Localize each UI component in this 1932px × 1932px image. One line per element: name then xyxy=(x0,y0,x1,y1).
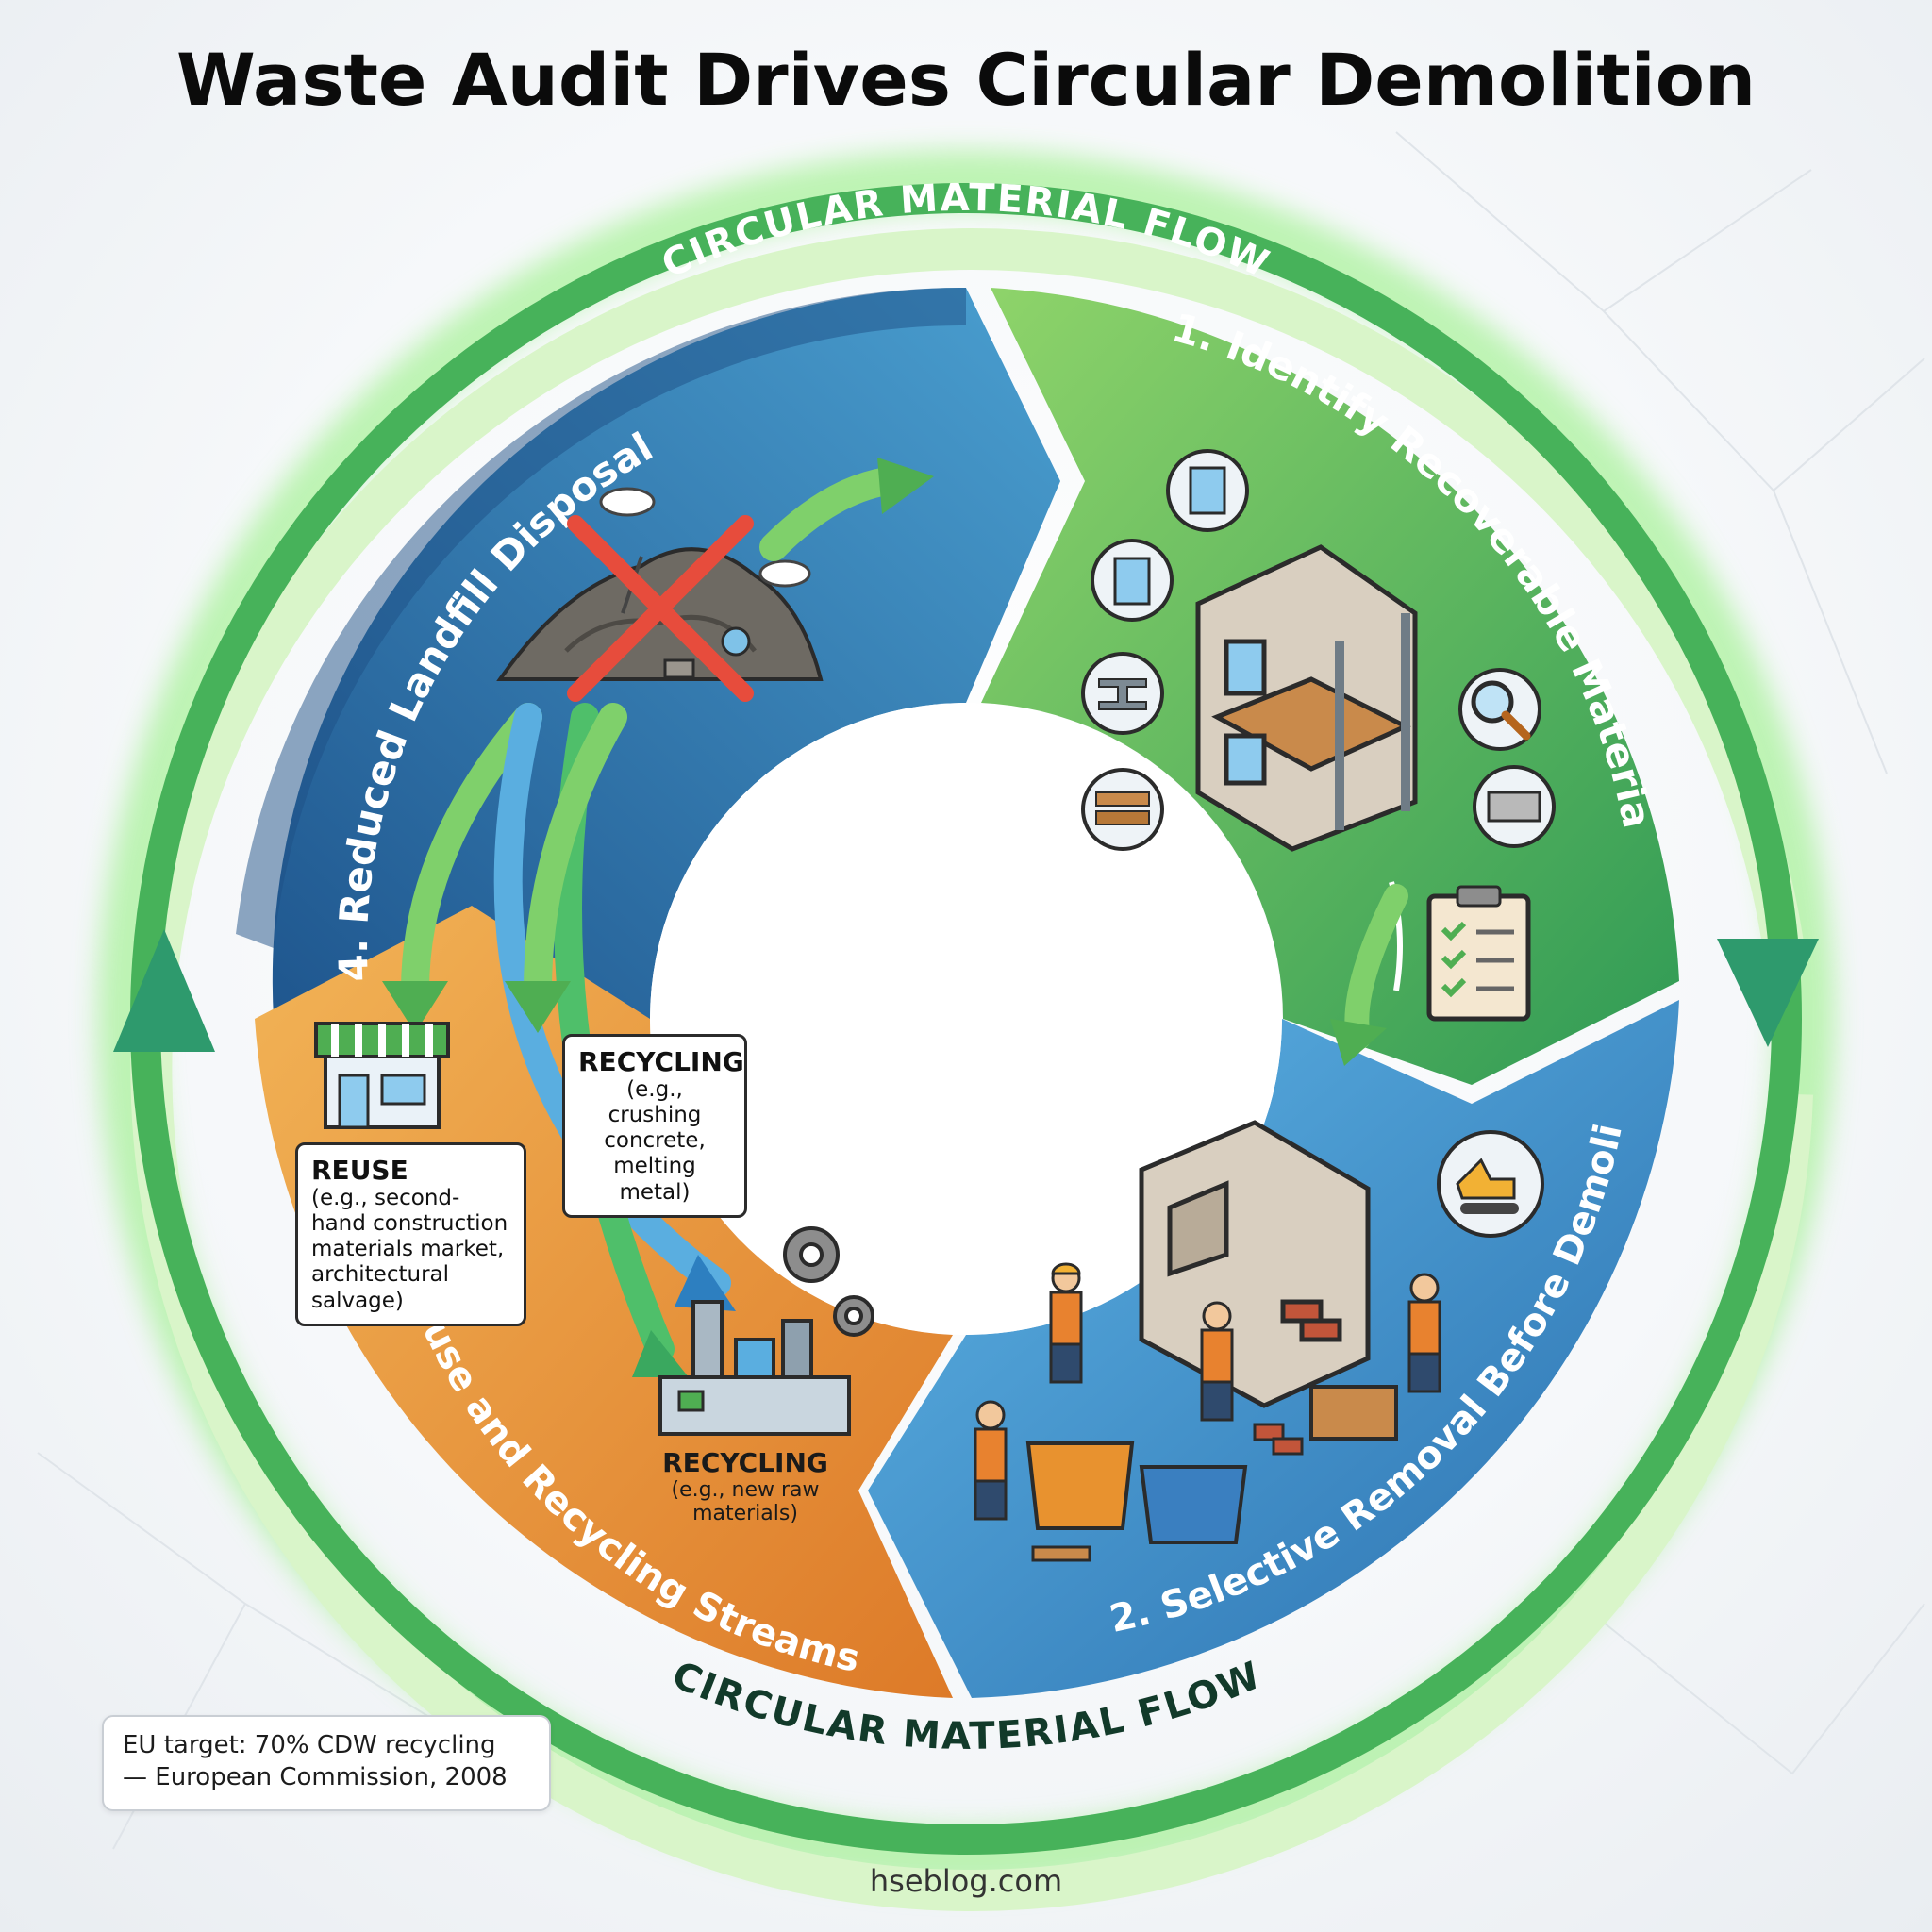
callout-reuse: REUSE (e.g., second-hand construction ma… xyxy=(295,1142,526,1326)
callout-recycling-raw-text: (e.g., new raw materials) xyxy=(671,1478,820,1526)
red-x-icon xyxy=(567,515,754,702)
eu-source-line: — European Commission, 2008 xyxy=(123,1762,508,1791)
callout-recycling-raw-heading: RECYCLING xyxy=(662,1447,828,1478)
building-frame-icon xyxy=(1195,544,1418,852)
callout-recycling-crushing: RECYCLING (e.g., crushing concrete, melt… xyxy=(562,1034,747,1218)
wood-plank-icon xyxy=(1081,768,1164,851)
footer-site-name: hseblog.com xyxy=(869,1863,1063,1899)
eu-target-line: EU target: 70% CDW recycling xyxy=(123,1731,496,1759)
bricks-icon xyxy=(1031,1423,1304,1562)
callout-recycling-raw-materials: RECYCLING (e.g., new raw materials) xyxy=(651,1447,840,1526)
upward-arrow-icon xyxy=(759,467,901,561)
demolished-building-icon xyxy=(1139,1120,1371,1408)
ring-arrow-left-icon xyxy=(113,929,215,1052)
gear-icon xyxy=(783,1226,874,1337)
window-icon xyxy=(1166,449,1249,532)
callout-recycling-crushing-text: (e.g., crushing concrete, melting metal) xyxy=(604,1077,706,1205)
excavator-icon xyxy=(1437,1130,1544,1238)
factory-icon xyxy=(658,1300,851,1436)
steel-beam-icon xyxy=(1081,652,1164,735)
magnifier-icon xyxy=(1458,668,1541,751)
shop-icon xyxy=(314,1022,450,1129)
background-network xyxy=(37,131,1925,1850)
ring-arrow-right-icon xyxy=(1717,939,1819,1047)
eu-target-note: EU target: 70% CDW recycling — European … xyxy=(102,1715,551,1811)
waste-bins-icon xyxy=(1025,1385,1398,1544)
circular-flow-ring xyxy=(97,150,1835,1911)
callout-recycling-crushing-heading: RECYCLING xyxy=(578,1046,744,1077)
window-icon-2 xyxy=(1091,539,1174,622)
cloud-icon xyxy=(599,487,811,588)
workers-icon xyxy=(974,1262,1441,1521)
callout-reuse-text: (e.g., second-hand construction material… xyxy=(311,1186,508,1313)
page-title: Waste Audit Drives Circular Demolition xyxy=(175,38,1757,122)
flow-arrows xyxy=(401,703,731,1363)
clipboard-checklist-icon xyxy=(1426,885,1531,1022)
callout-reuse-heading: REUSE xyxy=(311,1155,408,1186)
concrete-block-icon xyxy=(1473,765,1556,848)
